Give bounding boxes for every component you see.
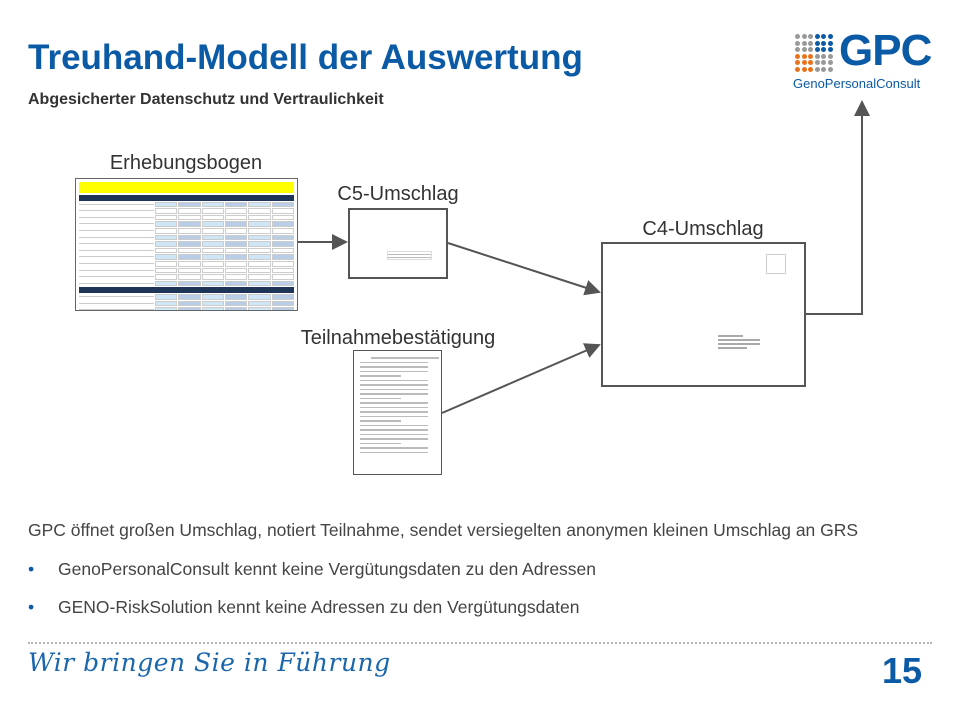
- survey-label: Erhebungsbogen: [109, 152, 263, 174]
- logo-dots-icon: [795, 34, 833, 72]
- logo-subtitle: GenoPersonalConsult: [793, 76, 921, 91]
- c4-label: C4-Umschlag: [642, 218, 764, 240]
- arrow-confirmation-to-c4: [441, 343, 601, 414]
- body-text: GPC öffnet großen Umschlag, notiert Teil…: [28, 520, 859, 540]
- arrow-c5-to-c4: [447, 242, 601, 296]
- c4-envelope: [601, 242, 806, 387]
- c5-label: C5-Umschlag: [337, 183, 459, 205]
- stamp-icon: [766, 254, 786, 274]
- page-subtitle: Abgesicherter Datenschutz und Vertraulic…: [28, 91, 384, 108]
- logo-text: GPC: [839, 26, 932, 75]
- page-number: 15: [882, 650, 923, 691]
- footer-divider: [28, 642, 932, 644]
- gpc-logo: GPC GenoPersonalConsult: [793, 26, 933, 94]
- confirmation-document-thumbnail: [353, 350, 442, 475]
- page-title: Treuhand-Modell der Auswertung: [28, 38, 583, 77]
- bullet-item: •GENO-RiskSolution kennt keine Adressen …: [28, 597, 580, 617]
- bullet-item: •GenoPersonalConsult kennt keine Vergütu…: [28, 559, 597, 579]
- survey-form-thumbnail: [75, 178, 298, 311]
- arrow-c4-to-gpc: [806, 100, 870, 315]
- c5-envelope: [348, 208, 448, 279]
- bullet-icon: •: [28, 597, 35, 617]
- bullet-icon: •: [28, 559, 35, 579]
- footer-slogan: Wir bringen Sie in Führung: [28, 648, 391, 677]
- confirmation-label: Teilnahmebestätigung: [300, 327, 496, 349]
